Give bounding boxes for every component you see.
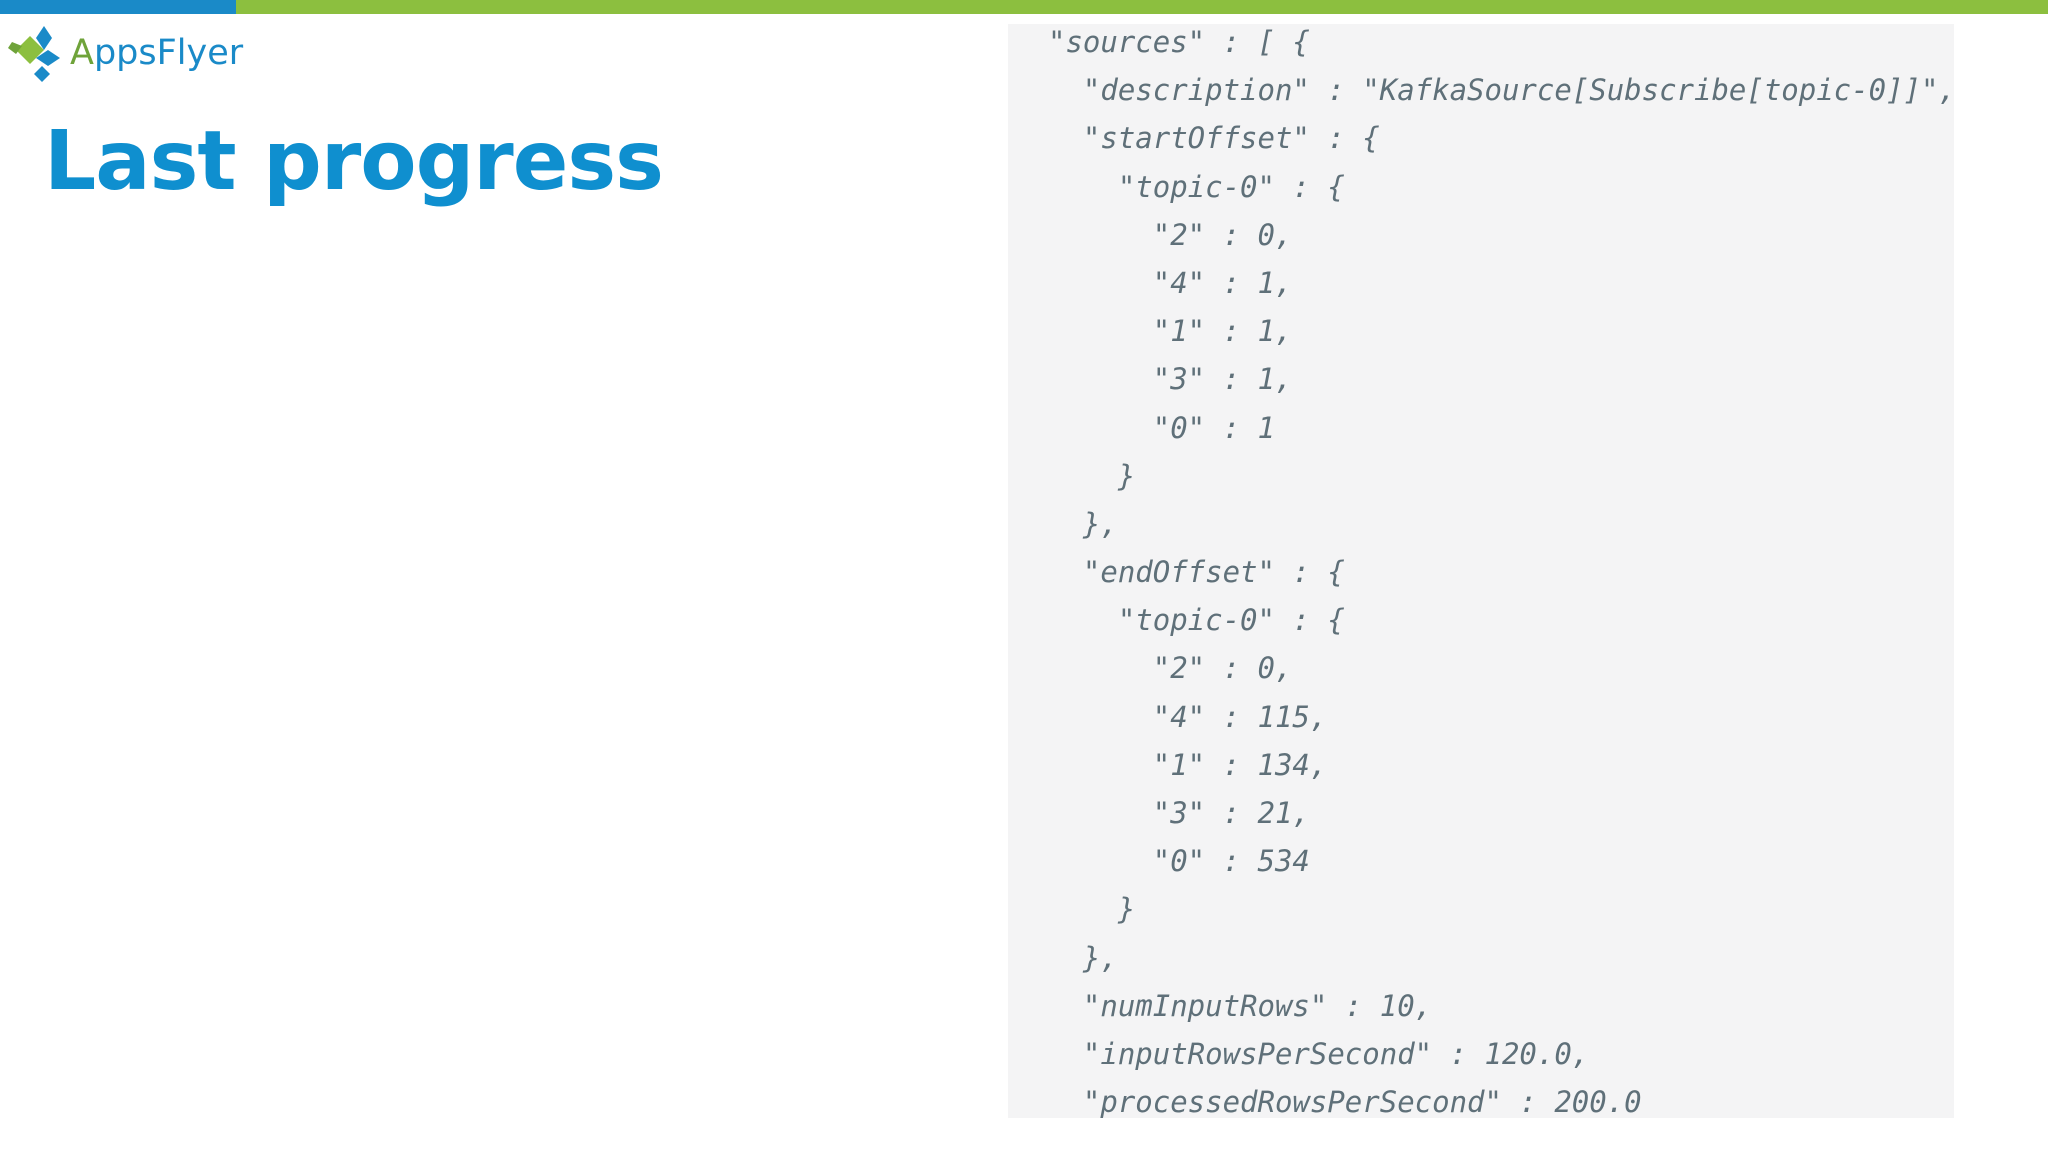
code-line: "numInputRows" : 10, <box>1048 988 1433 1023</box>
slide-title: Last progress <box>44 114 664 209</box>
code-line: "description" : "KafkaSource[Subscribe[t… <box>1048 73 1956 108</box>
code-line: "startOffset" : { <box>1048 121 1380 156</box>
appsflyer-logo-icon <box>8 26 60 82</box>
logo-wordmark-rest: ppsFlyer <box>93 33 244 73</box>
code-line: }, <box>1048 940 1118 975</box>
code-line: "3" : 21, <box>1048 796 1310 830</box>
appsflyer-logo: AppsFlyer <box>8 22 243 84</box>
top-accent-bar-blue <box>0 0 236 14</box>
code-line: "0" : 534 <box>1048 844 1310 879</box>
code-block: "sources" : [ { "description" : "KafkaSo… <box>1048 18 1956 1126</box>
code-panel <box>1008 24 1954 1118</box>
code-line: "2" : 0, <box>1048 651 1293 686</box>
code-line: "4" : 1, <box>1048 265 1293 300</box>
logo-wordmark-first-letter: A <box>70 33 94 73</box>
code-line: } <box>1048 458 1136 493</box>
code-line: "inputRowsPerSecond" : 120.0, <box>1048 1036 1590 1071</box>
code-line: "0" : 1 <box>1048 410 1275 445</box>
code-line: "processedRowsPerSecond" : 200.0 <box>1048 1085 1642 1120</box>
code-line: } <box>1048 892 1136 927</box>
code-line: "topic-0" : { <box>1048 603 1345 638</box>
logo-wordmark: AppsFlyer <box>70 33 243 73</box>
code-line: "endOffset" : { <box>1048 555 1345 590</box>
code-line: "sources" : [ { <box>1048 25 1310 59</box>
code-line: }, <box>1048 506 1118 541</box>
code-line: "2" : 0, <box>1048 217 1293 252</box>
code-line: "4" : 115, <box>1048 699 1328 734</box>
top-accent-bar <box>0 0 2048 14</box>
code-line: "1" : 134, <box>1048 747 1328 782</box>
code-line: "topic-0" : { <box>1048 169 1345 204</box>
code-line: "1" : 1, <box>1048 314 1293 349</box>
code-line: "3" : 1, <box>1048 362 1293 397</box>
